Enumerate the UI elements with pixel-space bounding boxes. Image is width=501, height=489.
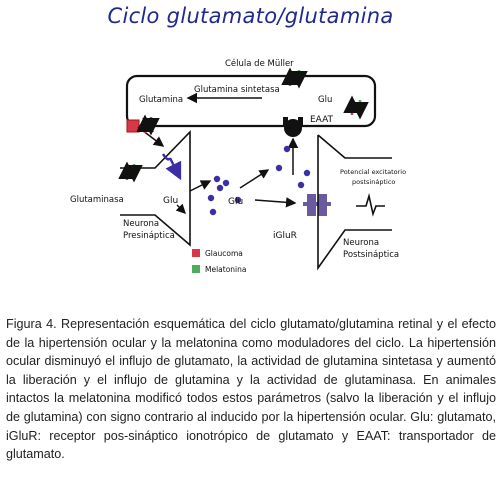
glutamine-label: Glutamina: [139, 95, 183, 105]
glutamate-molecule: [297, 181, 305, 189]
legend-swatch-glaucoma: [192, 249, 200, 257]
glu-cleft-label: Glu: [228, 197, 243, 207]
glutamate-molecule: [216, 184, 224, 192]
glutamate-release-arrow: [189, 180, 212, 192]
glutaminase-label: Glutaminasa: [70, 195, 124, 205]
eaat-label: EAAT: [310, 115, 334, 125]
glutamate-molecule: [275, 164, 283, 172]
glutamate-molecule: [283, 145, 291, 153]
legend-swatch-melatonin: [192, 265, 200, 273]
presynaptic-label-1: Neurona: [123, 219, 159, 229]
glutamate-molecule: [222, 179, 230, 187]
legend-label-melatonin: Melatonina: [205, 265, 246, 274]
glutamate-molecule: [209, 208, 217, 216]
legend-label-glaucoma: Glaucoma: [205, 249, 243, 258]
glutamate-molecule: [207, 194, 215, 202]
glutamate-molecule: [303, 169, 311, 177]
glu-presynaptic-label: Glu: [163, 196, 178, 206]
muller-cell: [125, 74, 377, 128]
iglur-label: iGluR: [273, 231, 297, 241]
glutaminase-arrow: [165, 157, 182, 181]
glutamine-transporter: [126, 119, 140, 133]
presynaptic-label-2: Presináptica: [123, 231, 175, 241]
muller-cell-label: Célula de Müller: [225, 58, 294, 69]
postsynaptic-label-1: Neurona: [343, 238, 379, 248]
glutamate-to-receptor-arrow: [254, 197, 297, 208]
glutamate-cycle-diagram: Célula de Müller Glutamina Glutamina sin…: [70, 58, 406, 274]
glu-muller-label: Glu: [318, 95, 332, 105]
figure-title: Ciclo glutamato/glutamina: [107, 4, 394, 28]
epsp-trace: [356, 192, 385, 217]
eaat-transporter: [284, 119, 302, 137]
epsp-label-1: Potencial excitatorio: [340, 168, 406, 176]
glutamate-molecule: [234, 196, 242, 204]
postsynaptic-label-2: Postsináptica: [343, 250, 399, 260]
postsynaptic-neuron: [317, 134, 392, 271]
presynaptic-neuron: [120, 130, 191, 247]
epsp-label-2: postsináptico: [352, 178, 395, 186]
glutamine-synthetase-label: Glutamina sintetasa: [194, 85, 280, 95]
glutamate-molecule: [213, 175, 221, 183]
figure-caption: Figura 4. Representación esquemática del…: [6, 317, 496, 462]
